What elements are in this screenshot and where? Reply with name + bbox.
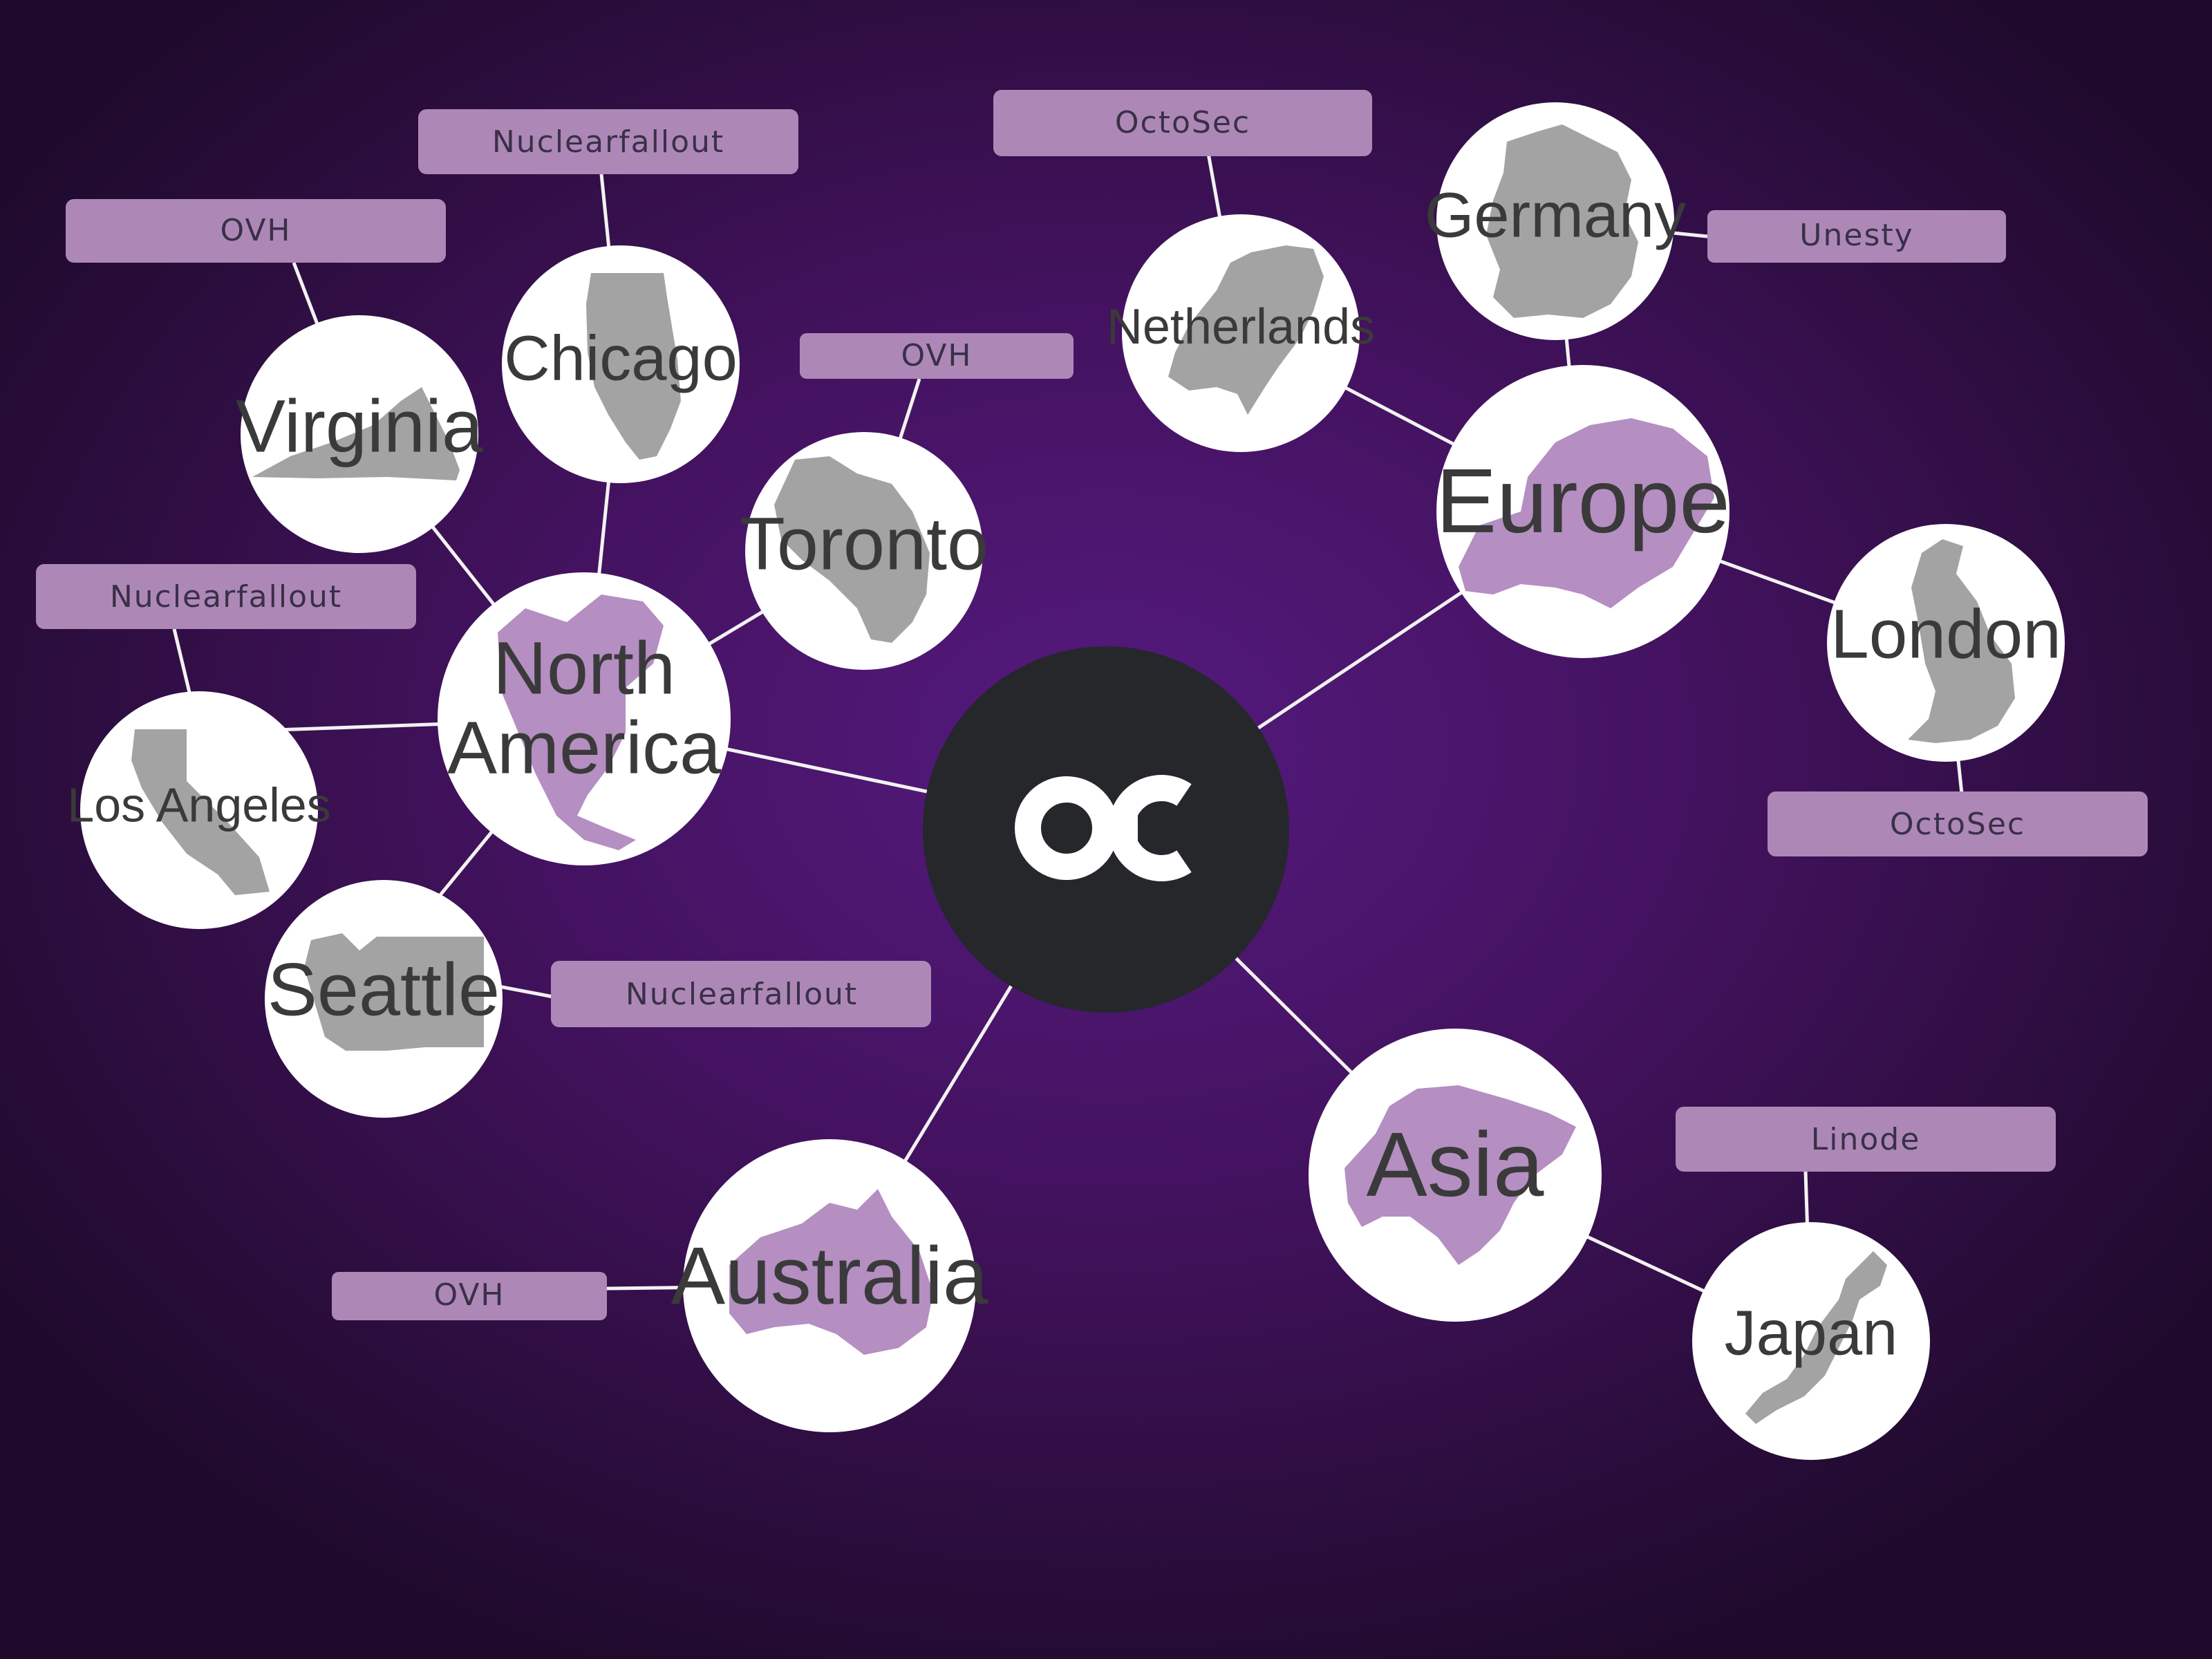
chicago-label: Chicago (504, 323, 738, 393)
node-north-america: North America (438, 572, 731, 865)
virginia-label: Virginia (236, 384, 484, 468)
illinois-map-icon (586, 273, 681, 460)
node-australia: Australia (671, 1139, 988, 1432)
netherlands-map-icon (1168, 245, 1324, 415)
london-label: London (1830, 595, 2061, 673)
germany-label: Germany (1425, 180, 1686, 250)
california-map-icon (131, 729, 270, 895)
tag-label-los-angeles: Nuclearfallout (110, 579, 342, 615)
ontario-map-icon (774, 456, 930, 643)
node-chicago: Chicago (502, 245, 740, 483)
provider-tag: OVH (66, 199, 446, 263)
asia-label: Asia (1367, 1114, 1544, 1215)
toronto-label: Toronto (740, 502, 988, 585)
provider-tag: OctoSec (993, 90, 1372, 156)
europe-map-icon (1459, 418, 1714, 608)
node-germany: Germany (1425, 102, 1686, 340)
tag-label-london: OctoSec (1890, 807, 2025, 842)
north-america-map-icon (498, 594, 664, 850)
provider-tag: Nuclearfallout (418, 109, 798, 174)
tag-label-chicago: Nuclearfallout (492, 124, 724, 160)
germany-map-icon (1486, 124, 1638, 318)
tag-label-seattle: Nuclearfallout (626, 977, 858, 1012)
tag-label-japan: Linode (1811, 1122, 1921, 1157)
europe-label: Europe (1436, 450, 1730, 552)
provider-tag: Nuclearfallout (36, 564, 416, 629)
australia-map-icon (729, 1189, 933, 1355)
provider-tag: OVH (332, 1272, 607, 1320)
node-london: London (1827, 524, 2065, 762)
australia-label: Australia (671, 1230, 988, 1322)
center-hub (923, 646, 1289, 1013)
node-toronto: Toronto (740, 432, 988, 670)
tag-label-germany: Unesty (1799, 218, 1913, 253)
uk-map-icon (1908, 539, 2015, 743)
tag-label-toronto: OVH (901, 338, 972, 373)
los-angeles-label: Los Angeles (67, 778, 330, 832)
tag-label-netherlands: OctoSec (1115, 105, 1250, 140)
provider-tag: OVH (800, 333, 1074, 379)
node-europe: Europe (1436, 365, 1730, 658)
node-japan: Japan (1692, 1222, 1930, 1460)
japan-label: Japan (1725, 1297, 1898, 1368)
node-asia: Asia (1309, 1029, 1602, 1322)
tag-label-virginia: OVH (220, 213, 291, 248)
provider-tag: Linode (1676, 1107, 2056, 1172)
node-seattle: Seattle (265, 880, 503, 1118)
seattle-label: Seattle (268, 948, 500, 1031)
north-america-label-line2: America (447, 706, 722, 789)
north-america-label-line1: North (493, 626, 675, 710)
provider-tag: Unesty (1707, 210, 2006, 263)
japan-map-icon (1745, 1251, 1887, 1424)
provider-tag: Nuclearfallout (551, 961, 931, 1027)
node-virginia: Virginia (236, 315, 484, 553)
virginia-map-icon (252, 387, 460, 480)
node-los-angeles: Los Angeles (67, 691, 331, 929)
provider-tags: OVH Nuclearfallout OVH Nuclearfallout Nu… (36, 90, 2148, 1320)
netherlands-label: Netherlands (1107, 299, 1375, 355)
asia-map-icon (1344, 1085, 1576, 1265)
tag-label-australia: OVH (433, 1277, 505, 1313)
washington-map-icon (304, 933, 484, 1051)
octocloud-logo-icon (1015, 775, 1192, 881)
node-netherlands: Netherlands (1107, 214, 1375, 452)
provider-tag: OctoSec (1768, 791, 2148, 856)
